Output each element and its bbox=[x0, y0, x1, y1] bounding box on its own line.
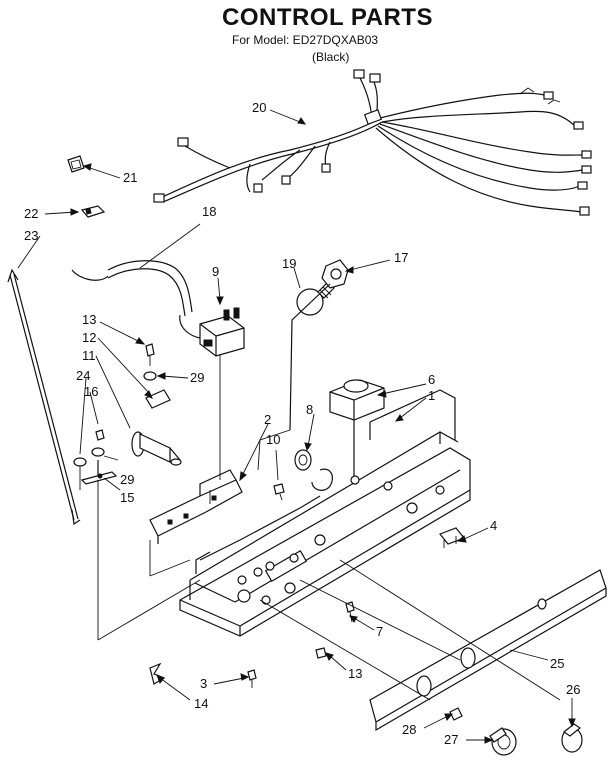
callout-23: 23 bbox=[24, 228, 38, 243]
rod-part-23 bbox=[7, 268, 81, 526]
callout-12: 12 bbox=[82, 330, 96, 345]
clip-part-4 bbox=[439, 527, 465, 548]
callout-25: 25 bbox=[550, 656, 564, 671]
callout-labels: 20 21 22 23 18 9 19 17 13 12 11 29 6 1 2… bbox=[24, 100, 580, 747]
assembly-lines bbox=[97, 354, 561, 701]
callout-21: 21 bbox=[123, 170, 137, 185]
callout-7: 7 bbox=[376, 624, 383, 639]
bracket-part-22 bbox=[80, 205, 106, 218]
clip-part-21 bbox=[67, 155, 85, 173]
callout-3: 3 bbox=[200, 676, 207, 691]
callout-15: 15 bbox=[120, 490, 134, 505]
button-part-28 bbox=[449, 707, 463, 721]
callout-2: 2 bbox=[264, 412, 271, 427]
callout-18: 18 bbox=[202, 204, 216, 219]
screw-part-3 bbox=[247, 669, 257, 688]
callout-8: 8 bbox=[306, 402, 313, 417]
model-color: (Black) bbox=[312, 50, 350, 64]
callout-29a: 29 bbox=[190, 370, 204, 385]
callout-16: 16 bbox=[84, 384, 98, 399]
callout-20: 20 bbox=[252, 100, 266, 115]
callout-9: 9 bbox=[212, 264, 219, 279]
model-number: For Model: ED27DQXAB03 bbox=[232, 33, 379, 47]
callout-27: 27 bbox=[444, 732, 458, 747]
callout-14: 14 bbox=[194, 696, 208, 711]
callout-17: 17 bbox=[394, 250, 408, 265]
grommet-part-8 bbox=[294, 449, 312, 471]
switch-icon bbox=[199, 307, 245, 357]
tube-part-18 bbox=[71, 260, 201, 339]
callout-29b: 29 bbox=[120, 472, 134, 487]
knob-assembly bbox=[73, 343, 182, 490]
callout-4: 4 bbox=[490, 518, 497, 533]
callout-13a: 13 bbox=[82, 312, 96, 327]
callout-10: 10 bbox=[266, 432, 280, 447]
callout-19: 19 bbox=[282, 256, 296, 271]
control-housing-icon bbox=[179, 389, 471, 637]
knob-part-27 bbox=[489, 727, 517, 756]
callout-26: 26 bbox=[566, 682, 580, 697]
lamp-socket-icon bbox=[289, 259, 349, 431]
callout-28: 28 bbox=[402, 722, 416, 737]
callout-24: 24 bbox=[76, 368, 90, 383]
thermostat-icon bbox=[329, 379, 385, 480]
knob-part-26 bbox=[561, 723, 583, 753]
callout-6: 6 bbox=[428, 372, 435, 387]
leader-lines bbox=[17, 109, 576, 744]
callout-13b: 13 bbox=[348, 666, 362, 681]
screw-part-13b bbox=[315, 647, 327, 659]
control-panel-icon bbox=[369, 569, 607, 732]
callout-22: 22 bbox=[24, 206, 38, 221]
page-title: CONTROL PARTS bbox=[222, 4, 433, 31]
wire-harness-icon bbox=[153, 69, 592, 216]
bracket-part-2 bbox=[149, 469, 243, 544]
screw-part-10 bbox=[273, 483, 285, 501]
callout-11: 11 bbox=[82, 348, 96, 363]
callout-1: 1 bbox=[428, 388, 435, 403]
